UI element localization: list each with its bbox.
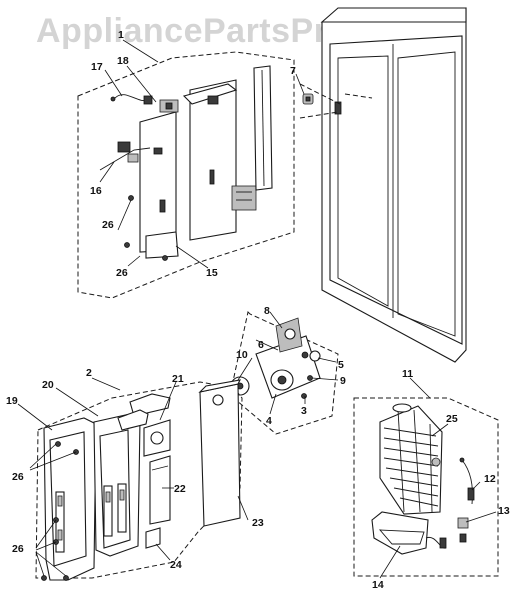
callout-13: 13 (498, 505, 510, 517)
callout-18: 18 (117, 55, 129, 67)
callout-11: 11 (402, 368, 413, 380)
callout-7: 7 (290, 65, 296, 77)
callout-12: 12 (484, 473, 496, 485)
callout-26-a: 26 (102, 219, 114, 231)
callout-4: 4 (266, 415, 272, 427)
callout-10: 10 (236, 349, 248, 361)
callout-labels: 1 17 18 16 26 26 15 7 8 10 6 5 9 4 3 2 1… (6, 29, 510, 591)
evaporator-fins (383, 409, 439, 513)
callout-24: 24 (170, 559, 182, 571)
callout-5: 5 (338, 359, 344, 371)
callout-16: 16 (90, 185, 102, 197)
callout-17: 17 (91, 61, 103, 73)
evaporator-group (353, 397, 499, 577)
callout-3: 3 (301, 405, 307, 417)
callout-14: 14 (372, 579, 384, 591)
part-7-bracket (302, 93, 314, 105)
callout-23: 23 (252, 517, 264, 529)
callout-26-d: 26 (12, 543, 24, 555)
callout-9: 9 (340, 375, 346, 387)
upper-assembly-group (77, 51, 295, 299)
callout-25: 25 (446, 413, 458, 425)
damper-motor-group (230, 310, 339, 435)
callout-19: 19 (6, 395, 18, 407)
leader-lines (17, 39, 497, 579)
callout-21: 21 (172, 373, 184, 385)
callout-26-b: 26 (116, 267, 128, 279)
refrigerator-cabinet (299, 7, 467, 363)
callout-22: 22 (174, 483, 186, 495)
callout-26-c: 26 (12, 471, 24, 483)
callout-20: 20 (42, 379, 54, 391)
callout-15: 15 (206, 267, 218, 279)
callout-2: 2 (86, 367, 92, 379)
callout-8: 8 (264, 305, 270, 317)
callout-1: 1 (118, 29, 124, 41)
lower-duct-group (35, 379, 243, 581)
callout-6: 6 (258, 339, 264, 351)
